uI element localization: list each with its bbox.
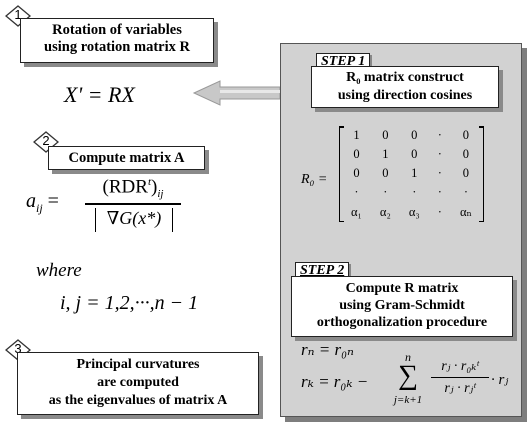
matrix-cell: 0	[382, 166, 389, 180]
gram-schmidt-line3: orthogonalization procedure	[316, 315, 488, 330]
matrix-cell: 0	[462, 128, 470, 142]
rotation-formula: X' = RX	[64, 82, 135, 107]
compute-a-box: Compute matrix A	[48, 146, 205, 170]
numerator-close: )	[151, 176, 158, 198]
matrix-cell: ·	[437, 128, 442, 142]
step-3-badge-number: 3	[14, 341, 22, 356]
principal-curvatures-box: Principal curvatures are computed as the…	[17, 352, 259, 415]
step-1-badge-number: 1	[14, 7, 22, 22]
matrix-cell: ·	[354, 185, 359, 199]
matrix-row: 0 0 1 · 0	[342, 164, 481, 183]
a-symbol: a	[26, 190, 36, 212]
matrix-cell: ·	[437, 166, 442, 180]
matrix-row: 0 1 0 · 0	[342, 145, 481, 164]
matrix-row: · · · · ·	[342, 183, 481, 202]
r0-matrix: 1 0 0 · 0 0 1 0 · 0 0 0 1 · 0 · · · · · α₁ α₂ α₃ · αₙ	[339, 126, 484, 222]
matrix-cell: 0	[411, 147, 418, 161]
matrix-cell: 1	[382, 147, 389, 161]
fraction-denominator: rⱼ · rⱼᵗ	[444, 381, 476, 396]
procedure-panel: STEP 1 R₀ matrix construct using directi…	[280, 43, 522, 417]
gram-schmidt-box: Compute R matrix using Gram-Schmidt orth…	[291, 276, 513, 337]
numerator-sub: ij	[157, 188, 164, 201]
gram-schmidt-line1: Compute R matrix	[345, 281, 459, 296]
matrix-cell: 0	[462, 147, 470, 161]
matrix-cell: α₂	[379, 204, 391, 219]
index-range: i, j = 1,2,···,n − 1	[60, 292, 199, 314]
matrix-cell: ·	[463, 185, 468, 199]
r0-matrix-table: 1 0 0 · 0 0 1 0 · 0 0 0 1 · 0 · · · · · α₁ α₂ α₃ · αₙ	[342, 126, 481, 222]
rotation-box: Rotation of variables using rotation mat…	[20, 18, 214, 63]
fraction-bar	[85, 203, 181, 205]
left-arrow-icon	[192, 80, 281, 106]
matrix-cell: α₃	[408, 204, 420, 219]
matrix-cell: ·	[437, 185, 442, 199]
summation-icon: ∑	[398, 360, 418, 391]
matrix-cell: αₙ	[459, 205, 472, 219]
curvatures-line3: as the eigenvalues of matrix A	[48, 393, 228, 408]
rn-equation: rₙ = r₀ₙ	[301, 340, 354, 359]
matrix-cell: 0	[353, 166, 360, 180]
r0-construct-box: R₀ matrix construct using direction cosi…	[311, 66, 499, 108]
numerator-sup: t	[147, 176, 151, 188]
matrix-cell: ·	[437, 204, 442, 219]
a-ij-numerator: (RDRt)ij	[85, 176, 181, 200]
matrix-cell: 1	[353, 128, 360, 142]
matrix-cell: ·	[437, 147, 442, 161]
fraction-numerator: rⱼ · r₀ₖᵗ	[441, 359, 479, 374]
a-ij-denominator: ∇G(x*)	[95, 208, 173, 232]
rk-equation-lhs: rₖ = r₀ₖ −	[301, 372, 369, 391]
compute-a-title: Compute matrix A	[68, 150, 185, 166]
matrix-cell: 0	[353, 147, 360, 161]
curvatures-line1: Principal curvatures	[76, 357, 200, 372]
numerator-text: (RDR	[102, 176, 148, 198]
matrix-cell: 0	[382, 128, 389, 142]
step-2-label: STEP 2	[295, 262, 350, 279]
matrix-cell: 1	[411, 166, 418, 180]
matrix-cell: ·	[383, 185, 388, 199]
matrix-cell: α₁	[351, 204, 362, 219]
where-text: where	[36, 260, 82, 281]
sum-upper-limit: n	[405, 350, 411, 364]
matrix-row: 1 0 0 · 0	[342, 126, 481, 145]
matrix-row: α₁ α₂ α₃ · αₙ	[342, 202, 481, 222]
sum-lower-limit: j=k+1	[393, 394, 423, 406]
rotation-title-line2: using rotation matrix R	[44, 39, 190, 55]
matrix-cell: 0	[411, 128, 418, 142]
rk-equation-tail: · rⱼ	[491, 372, 509, 388]
rotation-title-line1: Rotation of variables	[52, 22, 182, 38]
a-ij-formula: aij =	[26, 190, 59, 215]
step-2-badge-number: 2	[42, 133, 50, 148]
curvatures-line2: are computed	[97, 375, 179, 390]
r0-matrix-label: R₀ =	[301, 172, 328, 187]
gs-fraction-bar	[431, 377, 489, 379]
matrix-cell: ·	[412, 185, 417, 199]
a-subscript: ij	[36, 201, 43, 215]
r0-construct-line1: R₀ matrix construct	[346, 70, 464, 85]
gram-schmidt-line2: using Gram-Schmidt	[339, 298, 465, 313]
matrix-cell: 0	[462, 166, 470, 180]
r0-construct-line2: using direction cosines	[337, 88, 473, 103]
